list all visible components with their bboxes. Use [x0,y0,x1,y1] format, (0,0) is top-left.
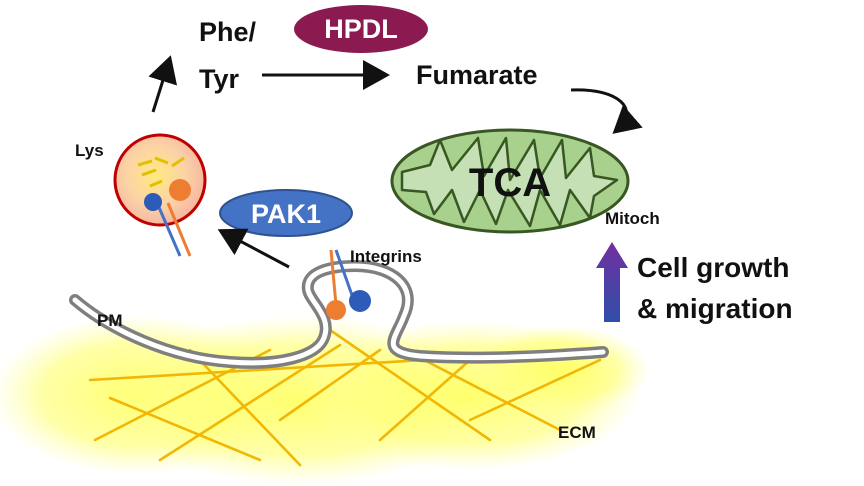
arrow-integrins-to-lys [217,228,290,269]
fumarate-label: Fumarate [416,60,538,90]
tyr-label: Tyr [199,64,240,94]
mitochondrion [390,128,630,234]
plasma-membrane [69,260,609,369]
migration-label: & migration [637,293,793,324]
phe-label: Phe/ [199,17,257,47]
pm-label: PM [97,311,123,330]
integrin-membrane [326,249,371,320]
hpdl-enzyme [294,5,428,53]
growth-arrow [596,242,628,322]
lysosome [113,133,207,257]
ecm-fibers [88,328,602,467]
cell-growth-label: Cell growth [637,252,789,283]
ecm-label: ECM [558,423,596,442]
integrins-label: Integrins [350,247,422,266]
arrow-fumarate-to-tca [570,88,643,134]
pak1-label: PAK1 [251,199,321,229]
mitoch-label: Mitoch [605,209,660,228]
pak1-protein [219,189,353,237]
arrow-lys-to-phe [148,55,178,113]
tca-label: TCA [469,161,551,205]
lys-label: Lys [75,141,104,160]
arrows [148,55,643,269]
hpdl-label: HPDL [324,14,398,44]
